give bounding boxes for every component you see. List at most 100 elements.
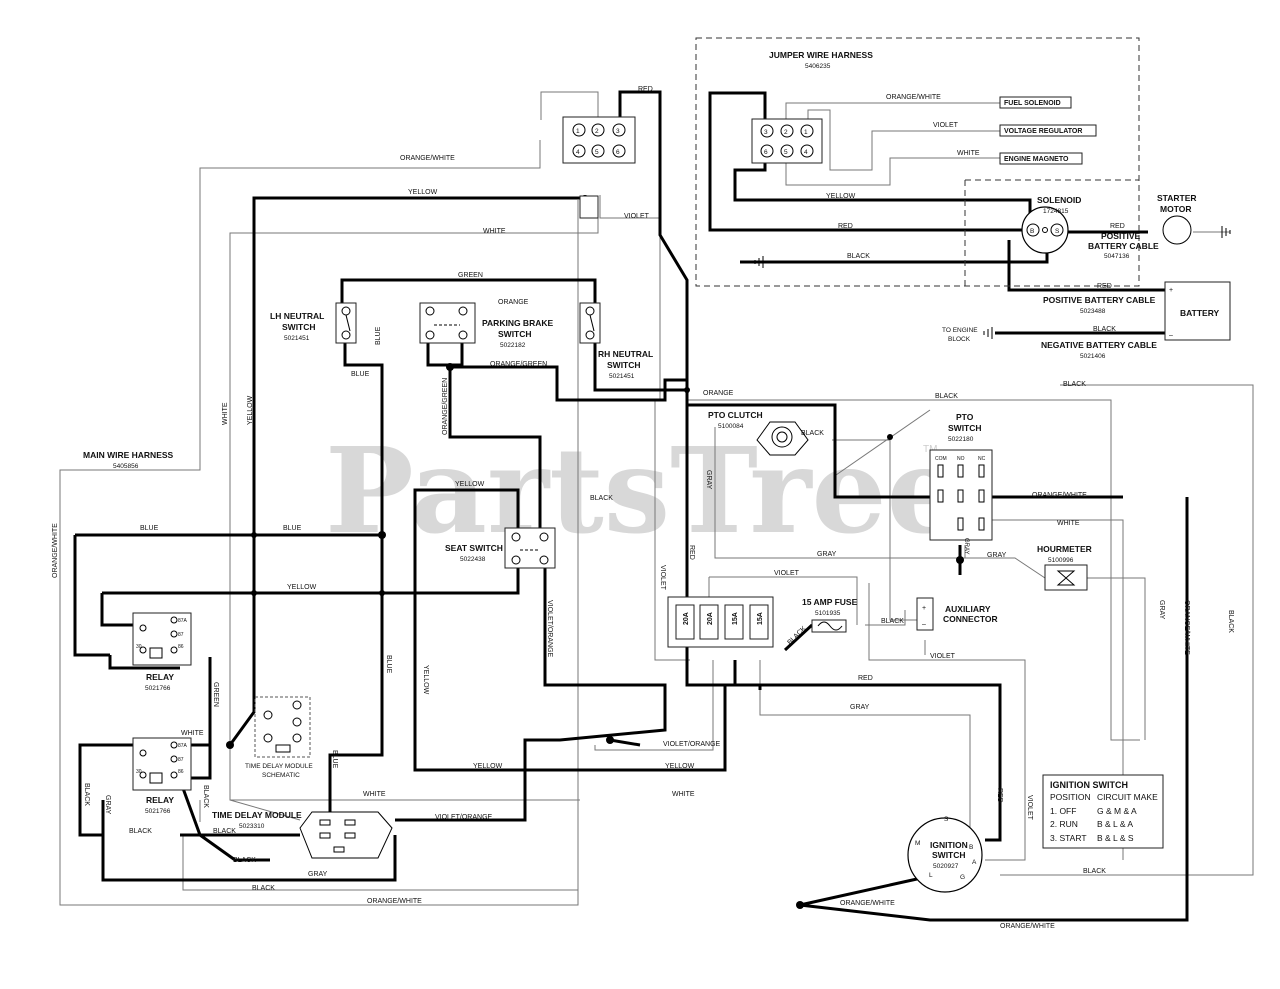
wire-label: RED: [688, 545, 695, 560]
solenoid-title: SOLENOID: [1037, 195, 1081, 205]
svg-text:87A: 87A: [178, 743, 188, 749]
pto-switch: COM NO NC: [929, 449, 993, 541]
battery: [1164, 281, 1231, 341]
rh-neutral-part: 5021451: [609, 373, 635, 380]
svg-text:3: 3: [616, 128, 620, 135]
pto-switch-title: PTO: [956, 412, 974, 422]
wire-label: BLACK: [129, 828, 152, 835]
wire-label: VIOLET: [774, 570, 800, 577]
wire-label: BLUE: [351, 371, 370, 378]
svg-text:S: S: [944, 816, 949, 823]
hourmeter: [1044, 564, 1088, 591]
svg-text:30: 30: [136, 644, 142, 650]
ignition-part: 5020927: [933, 863, 959, 870]
starter-title: STARTER: [1157, 193, 1197, 203]
pto-switch-part: 5022180: [948, 436, 974, 443]
wire-label: YELLOW: [473, 763, 503, 770]
ignition-table: IGNITION SWITCH POSITION CIRCUIT MAKE 1.…: [1042, 774, 1164, 849]
pto-clutch-title: PTO CLUTCH: [708, 410, 763, 420]
rh-neutral-title: SWITCH: [607, 360, 641, 370]
wire-label: VIOLET: [930, 653, 956, 660]
wire-label: BLACK: [233, 857, 256, 864]
wire-label: WHITE: [181, 730, 204, 737]
wire-label: BLACK: [847, 253, 870, 260]
wire-label: BLACK: [786, 625, 807, 646]
pos-battery-cable-2: POSITIVE BATTERY CABLE: [1043, 295, 1156, 305]
svg-text:G & M & A: G & M & A: [1097, 806, 1137, 816]
wire-label: RED: [638, 86, 653, 93]
svg-text:20A: 20A: [683, 612, 690, 625]
wire-label: GRAY: [705, 470, 712, 490]
engine-magneto-label: ENGINE MAGNETO: [1004, 156, 1069, 163]
tdm-schematic: [254, 696, 311, 758]
wire-label: GRAY: [1158, 600, 1165, 620]
svg-text:86: 86: [178, 769, 184, 775]
thin-wires: [59, 91, 1254, 906]
svg-text:M: M: [915, 840, 920, 847]
solenoid: B S: [1021, 206, 1069, 254]
pos-battery-cable-1: POSITIVE: [1101, 231, 1141, 241]
wire-label: GRAY: [308, 871, 328, 878]
seat-switch-title: SEAT SWITCH: [445, 543, 503, 553]
main-connector: 1 2 3 4 5 6: [562, 116, 636, 219]
svg-text:4: 4: [804, 149, 808, 156]
pto-switch-title: SWITCH: [948, 423, 982, 433]
wire-label: ORANGE: [498, 299, 529, 306]
ground-icon: [754, 256, 993, 339]
svg-text:L: L: [929, 872, 933, 879]
svg-text:4: 4: [576, 149, 580, 156]
wire-label: BLACK: [1093, 326, 1116, 333]
ignition-title: SWITCH: [932, 850, 966, 860]
wire-label: ORANGE: [703, 390, 734, 397]
fuse-15-title: 15 AMP FUSE: [802, 597, 858, 607]
svg-text:15A: 15A: [732, 612, 739, 625]
wire-label: GRAY: [987, 552, 1007, 559]
aux-connector-title: CONNECTOR: [943, 614, 998, 624]
main-harness-title: MAIN WIRE HARNESS: [83, 450, 174, 460]
wire-label: ORANGE/GREEN: [490, 361, 547, 368]
wire-label: YELLOW: [826, 193, 856, 200]
engine-block-label: BLOCK: [948, 336, 971, 343]
fuse-block: 20A 20A 15A 15A: [667, 596, 774, 648]
relay-1-title: RELAY: [146, 672, 174, 682]
wire-label: ORANGE/WHITE: [1183, 600, 1190, 655]
relay-2-part: 5021766: [145, 808, 171, 815]
jumper-connector: 3 2 1 6 5 4: [751, 118, 823, 164]
wire-label: WHITE: [363, 791, 386, 798]
wire-label: ORANGE/WHITE: [52, 523, 59, 578]
wire-label: VIOLET: [659, 565, 666, 591]
wire-label: WHITE: [483, 228, 506, 235]
wire-label: GREEN: [458, 272, 483, 279]
wire-label: BLACK: [1227, 610, 1234, 633]
ground-icon: [1221, 226, 1231, 238]
svg-text:IGNITION SWITCH: IGNITION SWITCH: [1050, 780, 1128, 790]
wire-label: BLACK: [83, 783, 90, 806]
svg-text:+: +: [922, 605, 926, 612]
wire-label: BLACK: [202, 785, 209, 808]
svg-text:–: –: [1169, 332, 1173, 339]
svg-text:G: G: [960, 874, 965, 881]
wire-label: VIOLET: [1026, 795, 1033, 821]
rh-neutral-switch: [579, 302, 601, 344]
svg-text:87A: 87A: [178, 618, 188, 624]
svg-text:2: 2: [784, 129, 788, 136]
junction-dots: [226, 363, 964, 909]
wire-label: BLUE: [331, 750, 338, 769]
wire-label: VIOLET/ORANGE: [663, 741, 721, 748]
pto-clutch: [756, 421, 809, 456]
voltage-regulator-label: VOLTAGE REGULATOR: [1004, 128, 1082, 135]
wire-label: ORANGE/WHITE: [1032, 492, 1087, 499]
starter-title: MOTOR: [1160, 204, 1191, 214]
svg-text:B: B: [1030, 228, 1034, 235]
relay-1-part: 5021766: [145, 685, 171, 692]
hourmeter-title: HOURMETER: [1037, 544, 1092, 554]
wire-label: YELLOW: [408, 189, 438, 196]
battery-title: BATTERY: [1180, 308, 1220, 318]
fuse-15-part: 5101935: [815, 610, 841, 617]
wire-label: WHITE: [1057, 520, 1080, 527]
svg-text:5: 5: [595, 149, 599, 156]
lh-neutral-title: LH NEUTRAL: [270, 311, 324, 321]
wire-label: YELLOW: [455, 481, 485, 488]
wire-label: ORANGE/WHITE: [886, 94, 941, 101]
wire-label: GREEN: [212, 682, 219, 707]
